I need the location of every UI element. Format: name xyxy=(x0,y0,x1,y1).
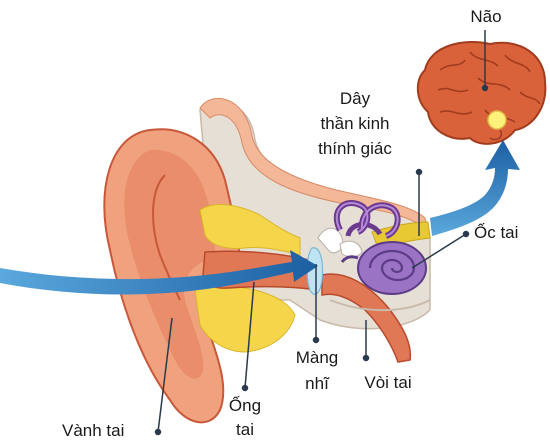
label-eardrum: Màng nhĩ xyxy=(282,345,352,397)
label-auditory-nerve-text: Dây thần kinh thính giác xyxy=(318,89,392,158)
label-eardrum-text: Màng nhĩ xyxy=(296,348,339,393)
label-brain: Não xyxy=(462,6,510,28)
label-auditory-nerve: Dây thần kinh thính giác xyxy=(300,86,410,161)
label-cochlea: Ốc tai xyxy=(474,222,540,244)
label-ear-canal-text: Ống tai xyxy=(229,396,261,439)
label-eustachian-tube: Vòi tai xyxy=(348,372,428,394)
brain-shape xyxy=(418,42,545,144)
label-auricle: Vành tai xyxy=(62,420,152,442)
label-ear-canal: Ống tai xyxy=(212,394,278,442)
auditory-center-marker xyxy=(488,111,506,129)
